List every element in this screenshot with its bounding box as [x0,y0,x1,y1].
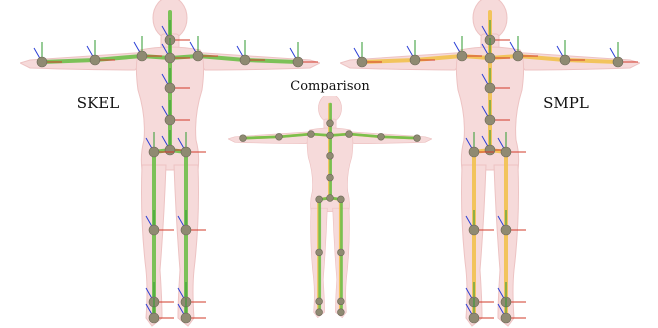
joint-marker [293,57,303,67]
joint-marker [165,115,175,125]
joint-marker [327,152,334,159]
bone-segment [382,137,418,138]
joint-marker [308,131,315,138]
joint-marker [165,145,175,155]
joint-marker [327,195,334,202]
joint-marker [316,196,323,203]
joint-marker [37,57,47,67]
joint-marker [414,135,421,142]
skel-label: SKEL [77,94,119,112]
joint-marker [485,145,495,155]
joint-marker [469,147,479,157]
skel-body-figure [20,0,320,326]
joint-marker [316,298,323,305]
joint-marker [149,225,159,235]
joint-marker [469,313,479,323]
joint-marker [346,131,353,138]
smpl-body-figure [340,0,640,326]
joint-marker [485,115,495,125]
joint-marker [327,132,334,139]
joint-marker [276,133,283,140]
joint-marker [240,55,250,65]
comparison-label: Comparison [290,79,370,94]
joint-marker [457,51,467,61]
joint-marker [613,57,623,67]
joint-marker [501,147,511,157]
joint-marker [316,309,323,316]
joint-marker [337,309,344,316]
joint-marker [378,133,385,140]
joint-marker [337,196,344,203]
comparison-body-figure [228,94,432,318]
joint-marker [181,313,191,323]
joint-marker [327,120,334,127]
joint-marker [149,147,159,157]
joint-marker [560,55,570,65]
joint-marker [501,313,511,323]
joint-marker [469,225,479,235]
smpl-label: SMPL [543,94,589,112]
joint-marker [337,249,344,256]
joint-marker [90,55,100,65]
joint-marker [193,51,203,61]
joint-marker [181,147,191,157]
joint-marker [513,51,523,61]
joint-marker [357,57,367,67]
bone-segment [244,137,280,138]
joint-marker [181,225,191,235]
joint-marker [240,135,247,142]
joint-marker [165,53,175,63]
joint-marker [165,83,175,93]
joint-marker [410,55,420,65]
joint-marker [485,83,495,93]
joint-marker [337,298,344,305]
joint-marker [485,53,495,63]
joint-marker [316,249,323,256]
joint-marker [149,313,159,323]
joint-marker [327,174,334,181]
joint-marker [137,51,147,61]
joint-marker [501,225,511,235]
